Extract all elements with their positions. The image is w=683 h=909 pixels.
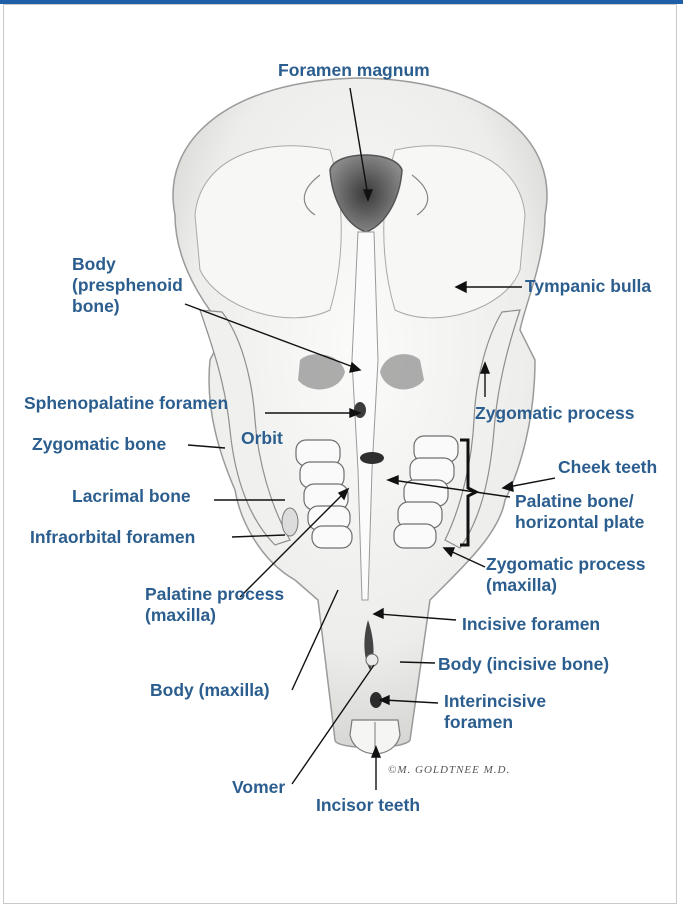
label-interincisive-foramen: Interincisive foramen bbox=[444, 691, 546, 733]
label-palatine-process: Palatine process (maxilla) bbox=[145, 584, 284, 626]
label-tympanic-bulla: Tympanic bulla bbox=[525, 276, 651, 297]
label-foramen-magnum: Foramen magnum bbox=[278, 60, 430, 81]
label-palatine-bone: Palatine bone/ horizontal plate bbox=[515, 491, 644, 533]
label-incisive-foramen: Incisive foramen bbox=[462, 614, 600, 635]
label-zygomatic-process: Zygomatic process bbox=[475, 403, 635, 424]
label-zygomatic-process-maxilla: Zygomatic process (maxilla) bbox=[486, 554, 646, 596]
label-incisor-teeth: Incisor teeth bbox=[316, 795, 420, 816]
label-cheek-teeth: Cheek teeth bbox=[558, 457, 657, 478]
label-vomer: Vomer bbox=[232, 777, 285, 798]
label-lacrimal-bone: Lacrimal bone bbox=[72, 486, 191, 507]
label-zygomatic-bone: Zygomatic bone bbox=[32, 434, 166, 455]
label-body-maxilla: Body (maxilla) bbox=[150, 680, 270, 701]
artist-signature: ©M. GOLDTNEE M.D. bbox=[388, 764, 510, 776]
right-bulla-lobe bbox=[384, 146, 525, 318]
label-body-incisive: Body (incisive bone) bbox=[438, 654, 609, 675]
label-body-presphenoid: Body (presphenoid bone) bbox=[72, 254, 183, 317]
label-infraorbital-foramen: Infraorbital foramen bbox=[30, 527, 195, 548]
label-sphenopalatine-foramen: Sphenopalatine foramen bbox=[24, 393, 228, 414]
label-orbit: Orbit bbox=[241, 428, 283, 449]
